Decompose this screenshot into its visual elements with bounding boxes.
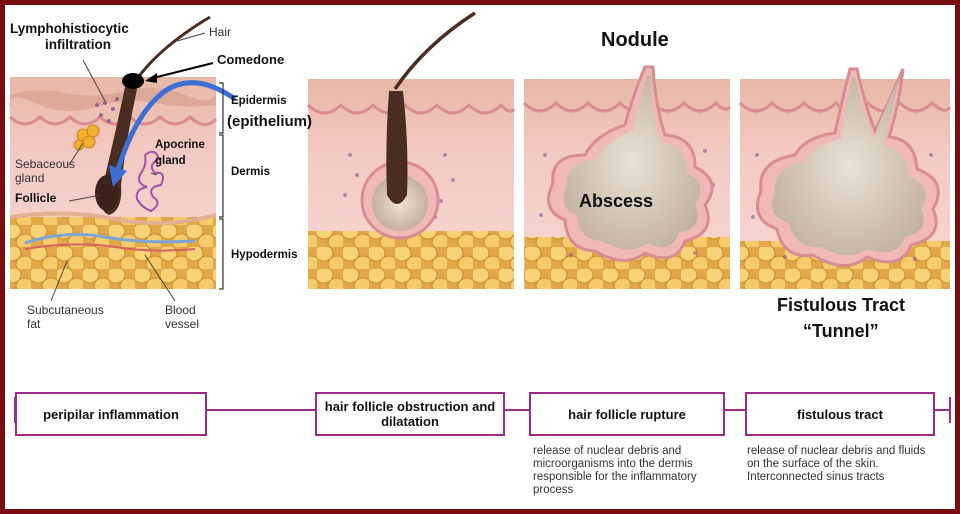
label-lymphohistiocytic: Lymphohistiocytic <box>10 21 129 36</box>
comedone-pointer <box>148 62 214 80</box>
label-blood-vessel: vessel <box>165 317 200 331</box>
leader-lines <box>50 32 206 302</box>
stage-box-2: hair follicle obstruction and dilatation <box>315 392 505 436</box>
label-blood: Blood <box>165 303 196 317</box>
panel-abscess <box>522 65 732 289</box>
label-hair: Hair <box>209 25 232 39</box>
label-sebaceous: Sebaceous <box>15 157 76 171</box>
label-apocrine-gland: gland <box>155 155 186 167</box>
stage-box-4: fistulous tract <box>745 392 935 436</box>
label-epithelium: (epithelium) <box>227 113 312 130</box>
label-subcutaneous-fat: fat <box>27 317 41 331</box>
stage-desc-3: release of nuclear debris and microorgan… <box>533 445 697 496</box>
panel-obstruction <box>306 11 516 289</box>
label-hypodermis: Hypodermis <box>231 249 298 261</box>
label-comedone: Comedone <box>217 52 285 67</box>
stage-box-3: hair follicle rupture <box>529 392 725 436</box>
label-follicle: Follicle <box>15 191 57 205</box>
stage-box-1: peripilar inflammation <box>15 392 207 436</box>
panel-normal-skin <box>8 15 218 289</box>
label-dermis: Dermis <box>231 166 270 178</box>
label-subcutaneous: Subcutaneous <box>27 303 104 317</box>
title-fistulous-tract: Fistulous Tract <box>777 295 906 315</box>
layer-brackets <box>219 82 224 290</box>
label-sebaceous-gland: gland <box>15 171 45 185</box>
stage-desc-4: release of nuclear debris and fluids on … <box>747 445 926 483</box>
skin-illustrations <box>8 11 952 423</box>
label-abscess: Abscess <box>579 191 654 211</box>
panel-fistulous-tract <box>738 67 952 289</box>
diagram-frame: Lymphohistiocytic infiltration Hair Come… <box>5 5 955 509</box>
title-nodule: Nodule <box>601 29 669 51</box>
blue-arrow <box>114 80 237 174</box>
label-apocrine: Apocrine <box>155 139 205 151</box>
title-tunnel: “Tunnel” <box>803 321 879 341</box>
label-epidermis: Epidermis <box>231 95 287 107</box>
label-infiltration: infiltration <box>45 37 111 52</box>
